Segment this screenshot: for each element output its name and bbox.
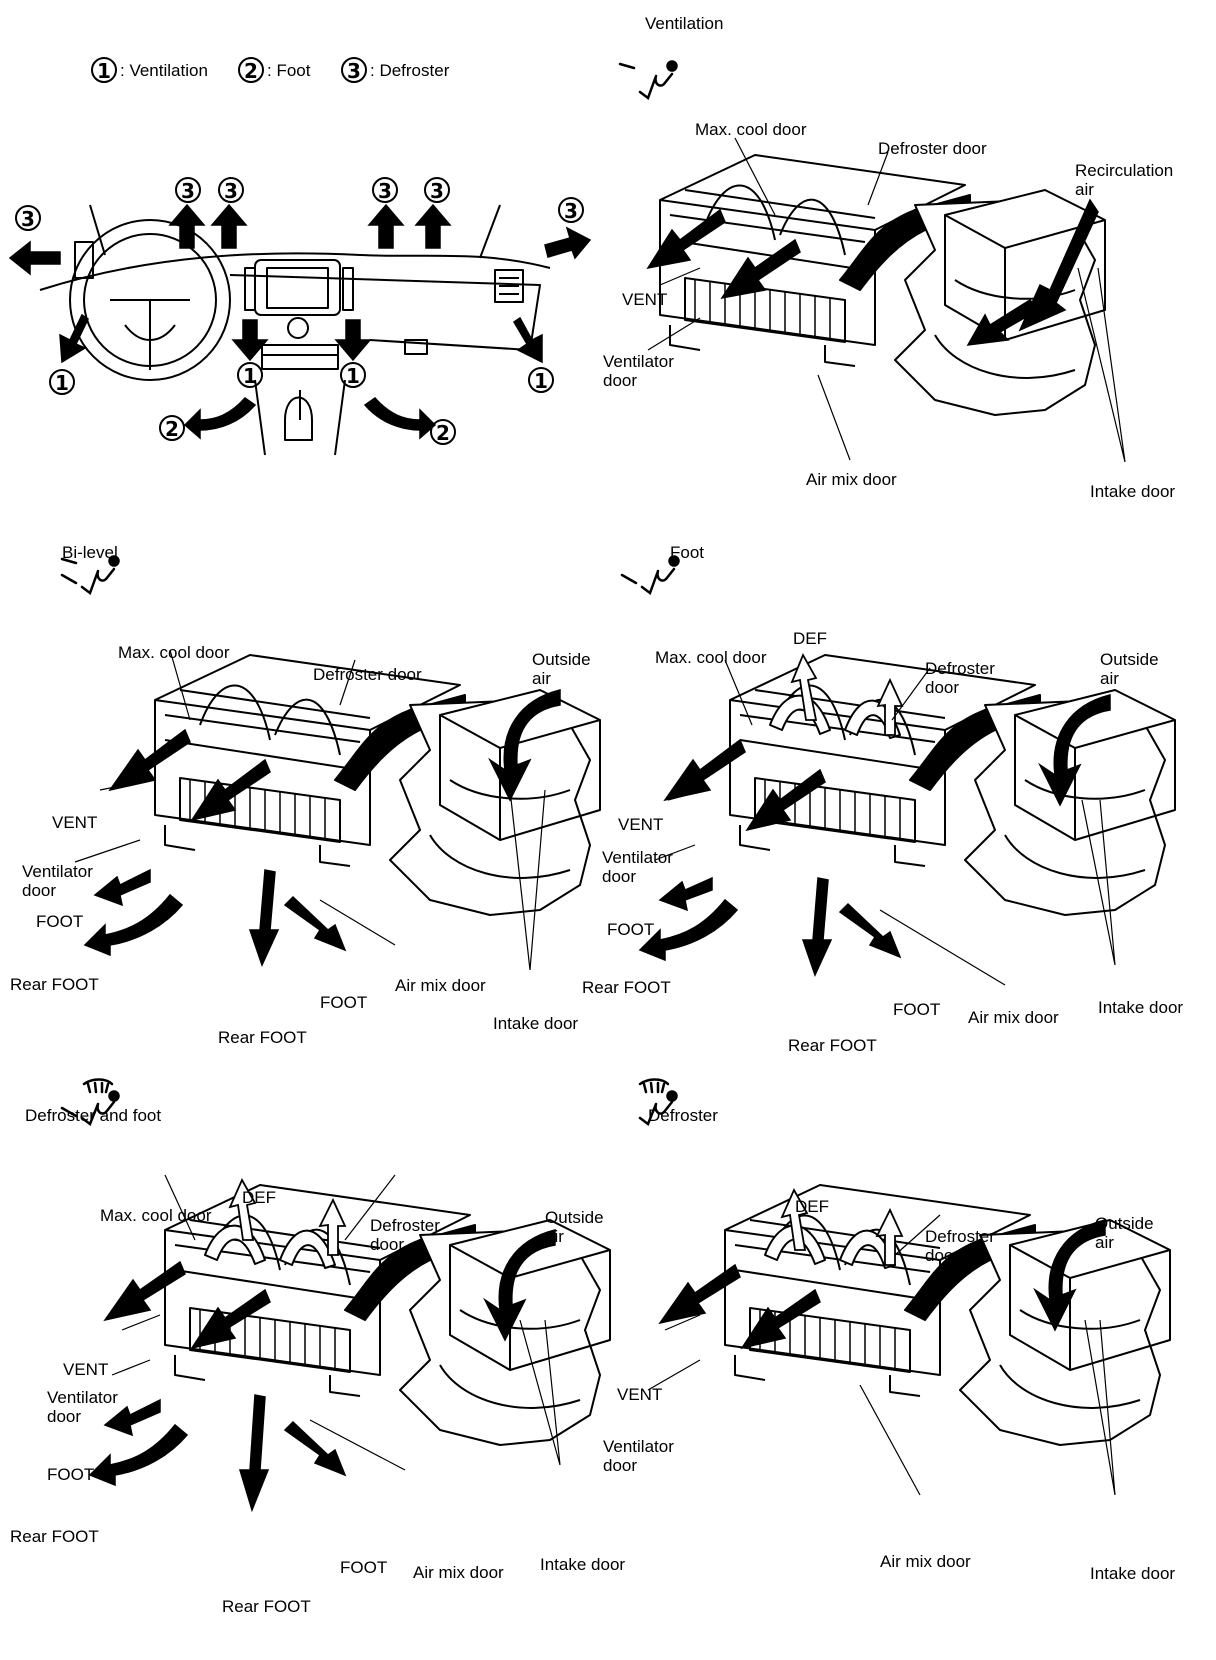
dash-num-foot-2: 2	[436, 421, 450, 445]
foot-label: FOOT	[47, 1465, 95, 1484]
panel-title-ventilation: Ventilation	[645, 14, 724, 33]
legend-num-2: 2	[244, 59, 258, 83]
dash-num-vent-4: 1	[534, 369, 548, 393]
defroster-unit	[647, 1184, 1171, 1496]
ventilation-unit	[646, 137, 1126, 463]
max-cool-door-label: Max. cool door	[695, 120, 807, 139]
rear-foot-center-label: Rear FOOT	[788, 1036, 877, 1055]
mode-icons	[60, 60, 680, 1126]
vent-label: VENT	[617, 1385, 663, 1404]
dash-num-def-3: 3	[224, 179, 238, 203]
rear-foot-label: Rear FOOT	[10, 1527, 99, 1546]
air-mix-door-label: Air mix door	[880, 1552, 971, 1571]
legend-markers	[91, 57, 367, 83]
foot-unit	[638, 652, 1176, 986]
panel-title-defroster-and-foot: Defroster and foot	[25, 1106, 162, 1125]
dashboard-illustration	[39, 204, 551, 456]
defroster-door-label: Defroster door	[313, 665, 422, 684]
air-mix-door-label: Air mix door	[395, 976, 486, 995]
dash-num-def-6: 3	[564, 199, 578, 223]
air-mix-door-label: Air mix door	[968, 1008, 1059, 1027]
panel-title-foot: Foot	[670, 543, 705, 562]
air-mix-door-label: Air mix door	[413, 1563, 504, 1582]
foot-center-label: FOOT	[340, 1558, 388, 1577]
air-mix-door-label: Air mix door	[806, 470, 897, 489]
foot-center-label: FOOT	[320, 993, 368, 1012]
max-cool-door-label: Max. cool door	[655, 648, 767, 667]
dash-num-def-4: 3	[378, 179, 392, 203]
dashboard-markers	[15, 177, 584, 445]
dash-num-vent-2: 1	[243, 364, 257, 388]
dash-num-vent-3: 1	[346, 364, 360, 388]
vent-label: VENT	[622, 290, 668, 309]
dash-num-vent-1: 1	[55, 371, 69, 395]
vent-label: VENT	[52, 813, 98, 832]
panel-title-bilevel: Bi-level	[62, 543, 118, 562]
rear-foot-label: Rear FOOT	[10, 975, 99, 994]
def-foot-unit	[88, 1174, 611, 1513]
intake-door-label: Intake door	[1090, 482, 1176, 501]
defroster-door-label: Defroster door	[878, 139, 987, 158]
max-cool-door-label: Max. cool door	[118, 643, 230, 662]
legend-defroster: : Defroster	[370, 61, 450, 80]
def-label: DEF	[795, 1197, 829, 1216]
dashboard-arrows	[8, 203, 592, 440]
foot-center-label: FOOT	[893, 1000, 941, 1019]
def-label: DEF	[242, 1188, 276, 1207]
intake-door-label: Intake door	[493, 1014, 579, 1033]
dash-num-def-1: 3	[21, 207, 35, 231]
rear-foot-label: Rear FOOT	[582, 978, 671, 997]
vent-label: VENT	[63, 1360, 109, 1379]
def-label: DEF	[793, 629, 827, 648]
intake-door-label: Intake door	[540, 1555, 626, 1574]
dash-num-def-5: 3	[430, 179, 444, 203]
legend-num-3: 3	[347, 59, 361, 83]
panel-title-defroster: Defroster	[648, 1106, 718, 1125]
dash-num-foot-1: 2	[165, 417, 179, 441]
legend-num-1: 1	[97, 59, 111, 83]
dash-num-def-2: 3	[181, 179, 195, 203]
legend-foot: : Foot	[267, 61, 311, 80]
vent-label: VENT	[618, 815, 664, 834]
bilevel-unit	[74, 649, 601, 971]
legend-ventilation: : Ventilation	[120, 61, 208, 80]
intake-door-label: Intake door	[1098, 998, 1184, 1017]
intake-door-label: Intake door	[1090, 1564, 1176, 1583]
foot-label: FOOT	[607, 920, 655, 939]
rear-foot-center-label: Rear FOOT	[218, 1028, 307, 1047]
max-cool-door-label: Max. cool door	[100, 1206, 212, 1225]
foot-label: FOOT	[36, 912, 84, 931]
rear-foot-center-label: Rear FOOT	[222, 1597, 311, 1616]
